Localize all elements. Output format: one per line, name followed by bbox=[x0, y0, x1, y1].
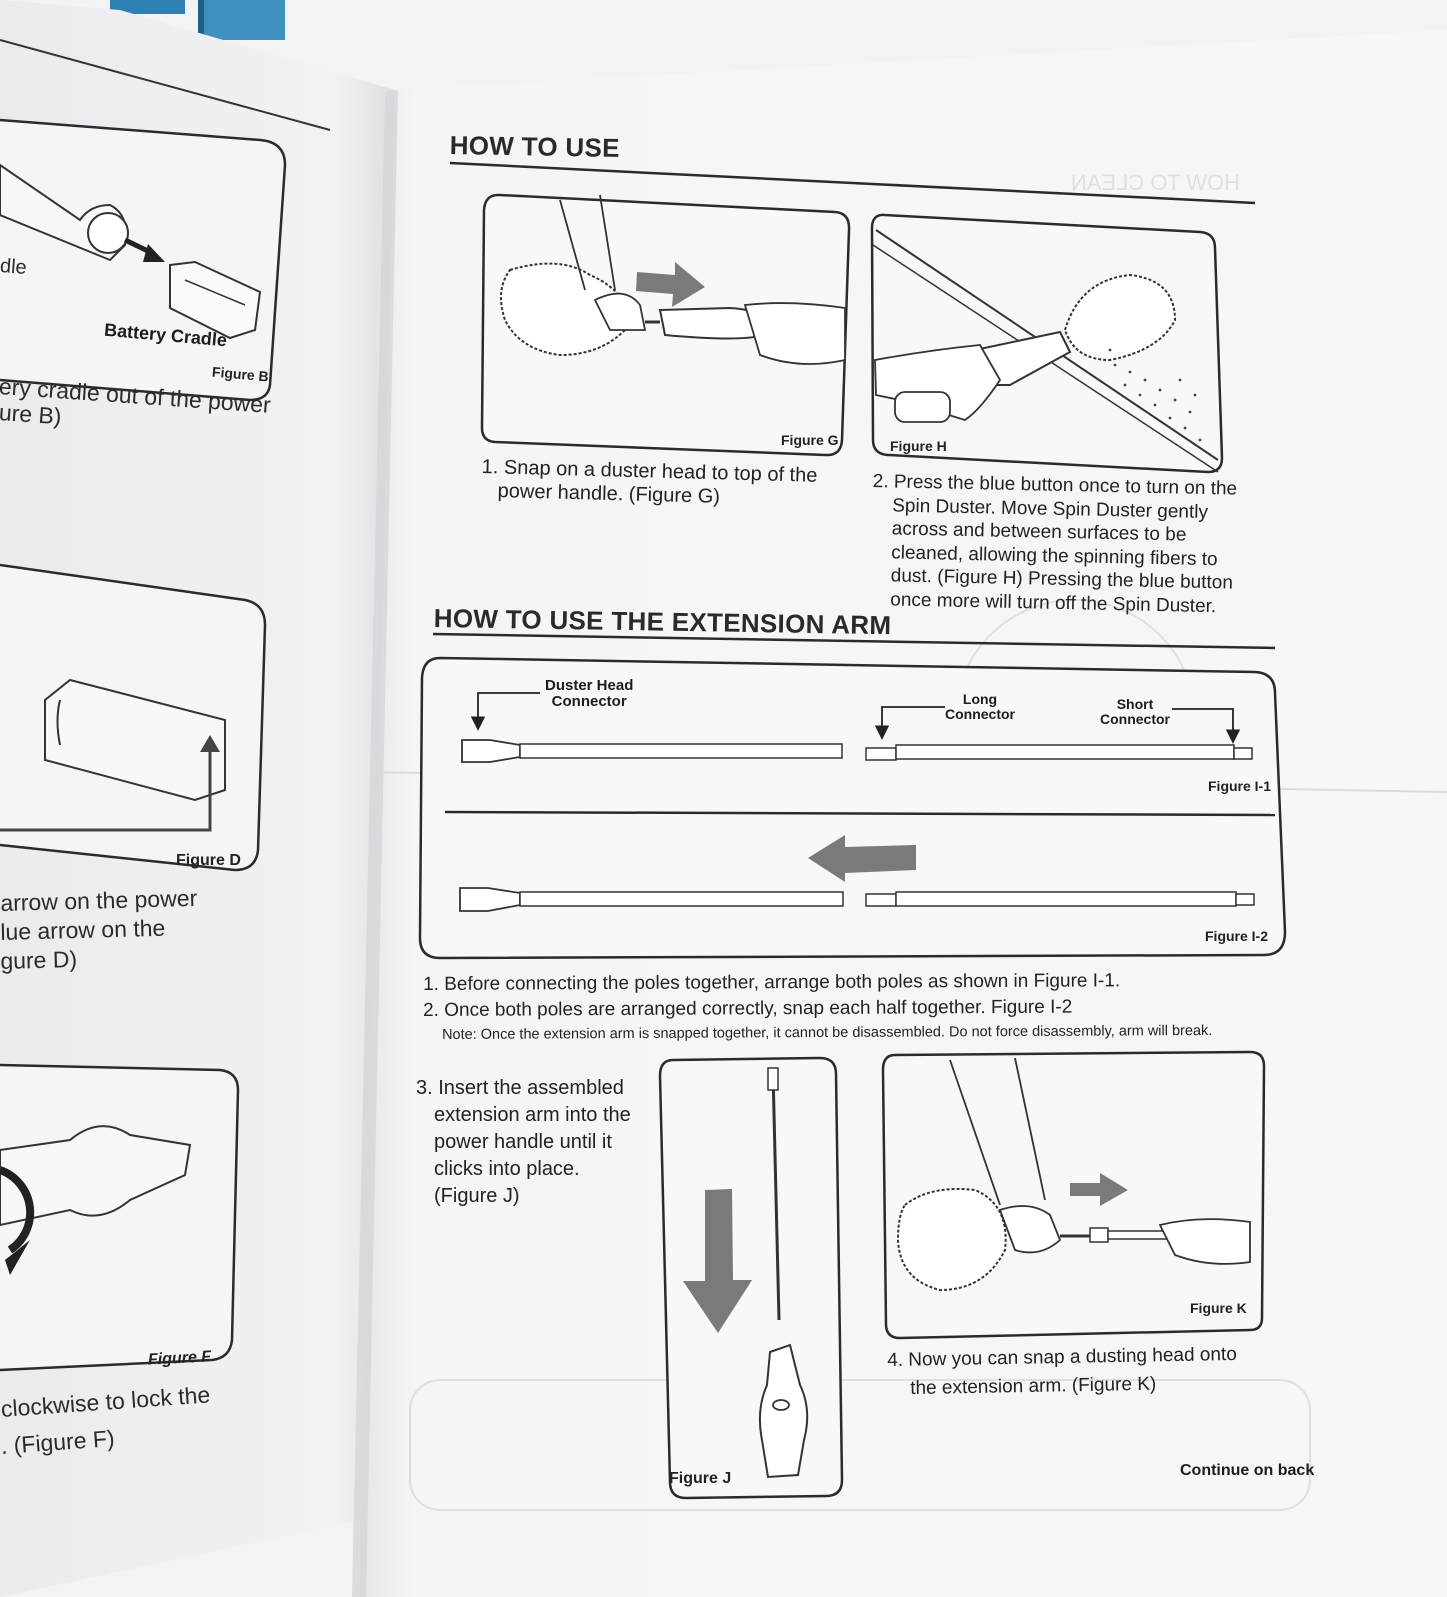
ext-step4-line2: the extension arm. (Figure K) bbox=[910, 1373, 1157, 1399]
ext-step3-line: power handle until it bbox=[434, 1131, 612, 1153]
long-connector-line-1: Long bbox=[962, 691, 998, 707]
left-arrow-line-1: arrow on the power bbox=[0, 884, 198, 916]
short-connector-line-1: Short bbox=[1116, 696, 1154, 712]
left-cradle-line-2: ure B) bbox=[0, 398, 63, 430]
long-connector-line-2: Connector bbox=[945, 706, 1015, 722]
ext-step3-line: extension arm into the bbox=[434, 1104, 631, 1126]
left-arrow-line-3: gure D) bbox=[0, 945, 78, 974]
figure-j-caption: Figure J bbox=[669, 1470, 732, 1487]
short-connector-label: Short Connector bbox=[1100, 697, 1170, 727]
short-connector-line-2: Connector bbox=[1100, 711, 1170, 727]
figure-k-caption: Figure K bbox=[1190, 1300, 1247, 1316]
long-connector-label: Long Connector bbox=[945, 692, 1015, 722]
step2-text: 2. Press the blue button once to turn on… bbox=[870, 470, 1238, 619]
ext-step3-line: 3. Insert the assembled bbox=[416, 1077, 624, 1099]
ext-step3-line: clicks into place. bbox=[434, 1158, 580, 1180]
figure-i1-caption: Figure I-1 bbox=[1208, 778, 1272, 794]
figure-f-caption: Figure F bbox=[147, 1348, 212, 1369]
ext-step1: 1. Before connecting the poles together,… bbox=[423, 970, 1121, 995]
continue-on-back: Continue on back bbox=[1180, 1462, 1315, 1479]
how-to-use-heading: HOW TO USE bbox=[449, 130, 621, 163]
figure-g-caption: Figure G bbox=[781, 432, 839, 448]
duster-head-connector-label: Duster Head Connector bbox=[545, 678, 633, 710]
ext-step3-line: (Figure J) bbox=[434, 1185, 520, 1207]
left-label-dle: dle bbox=[0, 255, 28, 279]
figure-h-caption: Figure H bbox=[890, 438, 947, 454]
figure-d-caption: Figure D bbox=[176, 852, 241, 869]
duster-head-connector-line-2: Connector bbox=[551, 693, 627, 710]
svg-text:HOW TO CLEAN: HOW TO CLEAN bbox=[1071, 170, 1240, 195]
ext-step3-text: 3. Insert the assembled extension arm in… bbox=[416, 1075, 631, 1210]
figure-i2-caption: Figure I-2 bbox=[1205, 928, 1269, 944]
duster-head-connector-line-1: Duster Head bbox=[545, 677, 634, 694]
left-arrow-line-2: lue arrow on the bbox=[0, 914, 166, 945]
ext-step2: 2. Once both poles are arranged correctl… bbox=[423, 996, 1073, 1021]
